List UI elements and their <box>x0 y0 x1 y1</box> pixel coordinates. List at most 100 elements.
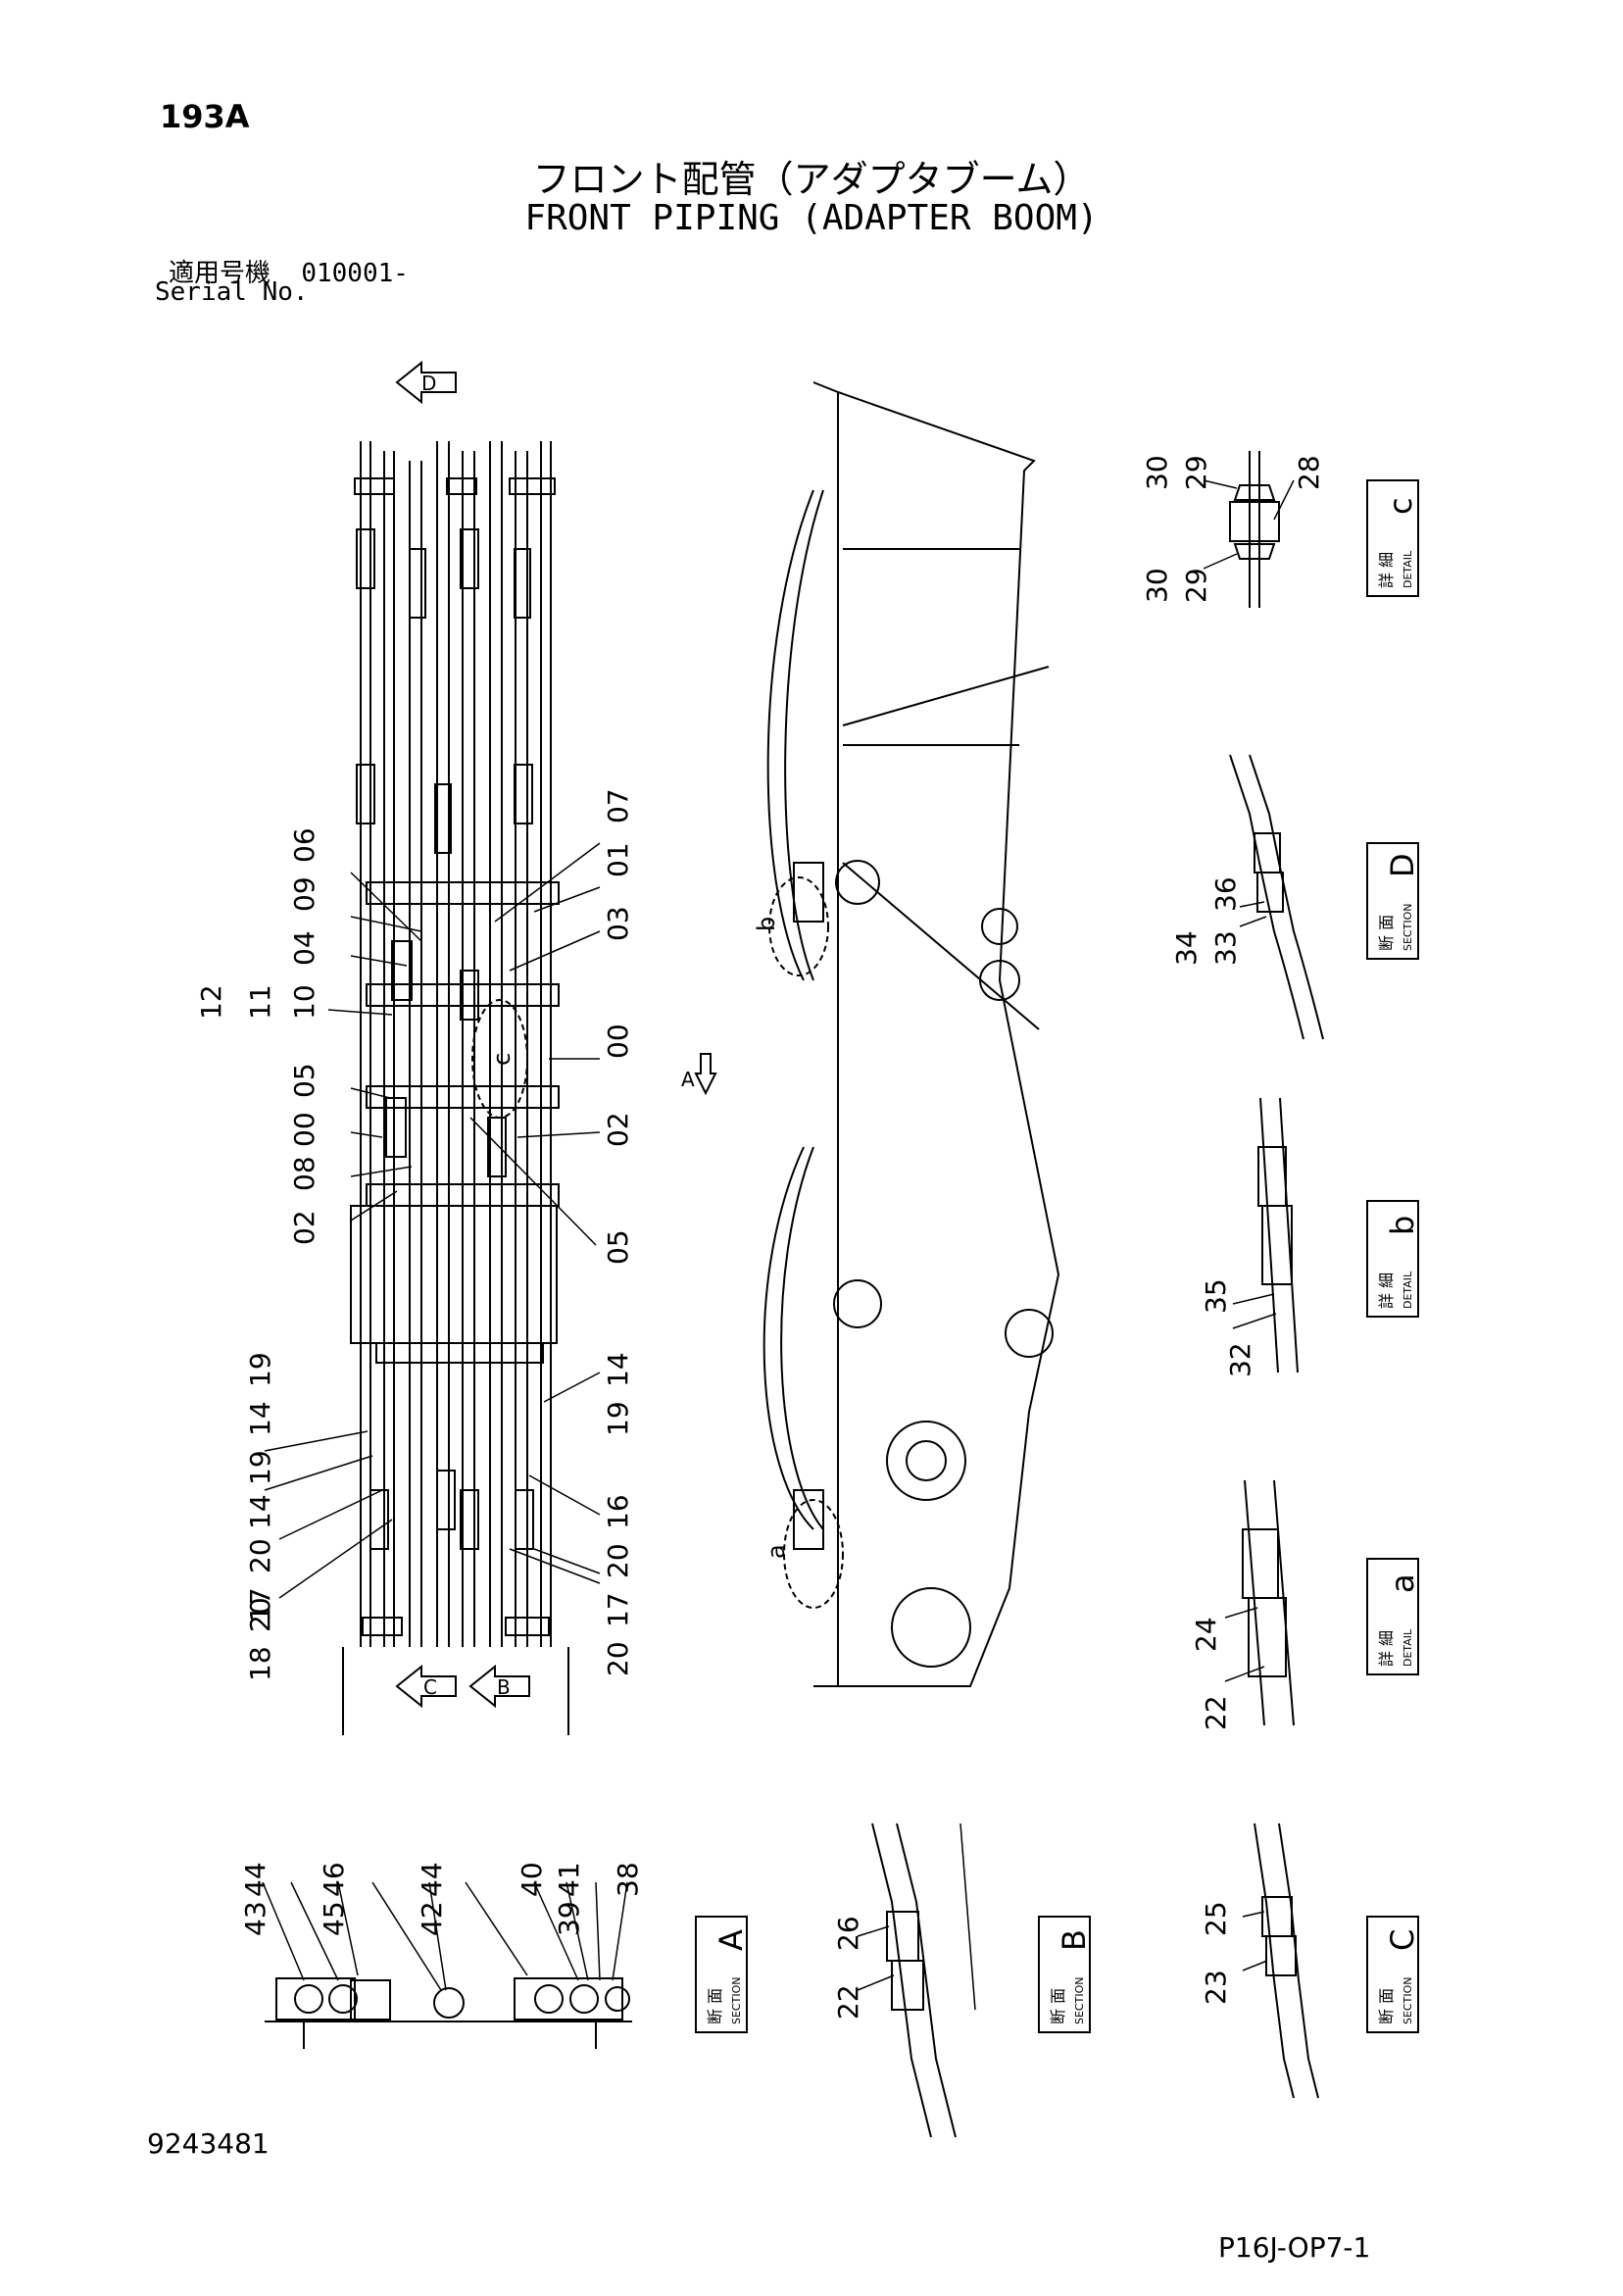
section-a-part-46: 46 <box>318 1862 350 1897</box>
view-marker-bottom-right: B <box>497 1675 511 1699</box>
section-b-part-22: 22 <box>832 1984 864 2020</box>
view-marker-bottom-left: C <box>423 1675 437 1699</box>
section-a-callouts: 44 43 46 45 44 42 40 41 39 38 <box>239 1862 644 1936</box>
callout-02-left: 02 <box>288 1210 320 1245</box>
detail-b-kanji: 詳 細 <box>1377 1273 1396 1309</box>
callout-12: 12 <box>195 984 227 1020</box>
part-callouts: 06 09 04 12 11 10 05 00 08 02 07 01 03 0… <box>195 788 634 1681</box>
callout-02-right: 02 <box>602 1112 634 1147</box>
detail-a-letter: a <box>1384 1573 1421 1593</box>
view-arrow-b <box>468 1664 530 1709</box>
serial-value: 010001- <box>301 259 409 288</box>
section-c-part-25: 25 <box>1200 1901 1232 1936</box>
sheet-reference: P16J-OP7-1 <box>1218 2231 1371 2264</box>
callout-18: 18 <box>244 1646 276 1681</box>
section-a-part-40: 40 <box>516 1862 548 1897</box>
detail-c-kanji: 詳 細 <box>1377 552 1396 588</box>
detail-c-part-29-a: 29 <box>1180 455 1212 490</box>
serial-label: 適用号機 <box>169 259 271 288</box>
detail-c-figure <box>1203 451 1295 608</box>
section-d-part-36: 36 <box>1209 876 1242 912</box>
detail-a-part-24: 24 <box>1190 1617 1222 1652</box>
detail-a-figure <box>1224 1479 1295 1726</box>
callout-01: 01 <box>602 842 634 877</box>
detail-c-part-30-b: 30 <box>1141 568 1173 603</box>
callout-19-b: 19 <box>244 1450 276 1485</box>
callout-04: 04 <box>288 930 320 966</box>
detail-c-part-30-a: 30 <box>1141 455 1173 490</box>
section-c-callouts: 25 23 <box>1200 1901 1232 2005</box>
front-piping-assembly <box>342 441 569 1735</box>
callout-03: 03 <box>602 906 634 941</box>
callout-17-a: 17 <box>244 1587 276 1622</box>
callout-07: 07 <box>602 788 634 824</box>
section-a-part-38: 38 <box>612 1862 644 1897</box>
detail-circle-c-label: c <box>488 1053 516 1066</box>
section-b-kanji: 断 面 <box>1049 1988 1067 2024</box>
section-b-letter: B <box>1056 1929 1093 1951</box>
detail-b-part-32: 32 <box>1224 1342 1256 1377</box>
section-a-part-41: 41 <box>553 1862 585 1897</box>
section-b-label: 断 面 SECTION B <box>1049 1929 1093 2024</box>
detail-c-part-28: 28 <box>1293 455 1325 490</box>
section-c-word: SECTION <box>1402 1977 1414 2024</box>
detail-a-label: 詳 細 DETAIL a <box>1377 1573 1421 1667</box>
callout-14-c: 14 <box>602 1352 634 1387</box>
detail-b-word: DETAIL <box>1402 1271 1414 1309</box>
callout-16: 16 <box>602 1494 634 1529</box>
section-d-part-33: 33 <box>1209 930 1242 966</box>
section-d-figure <box>1229 754 1324 1040</box>
callout-00-left: 00 <box>288 1112 320 1147</box>
detail-b-letter: b <box>1384 1216 1421 1235</box>
detail-c-letter: c <box>1382 497 1419 515</box>
callout-00-right: 00 <box>602 1023 634 1059</box>
callout-20-b: 20 <box>244 1597 276 1632</box>
section-a-label: 断 面 SECTION A <box>706 1929 750 2024</box>
section-c-part-23: 23 <box>1200 1970 1232 2005</box>
adapter-boom-side-view <box>762 381 1060 1687</box>
section-a-word: SECTION <box>730 1977 743 2024</box>
callout-05-right: 05 <box>602 1229 634 1265</box>
callout-11: 11 <box>244 984 276 1020</box>
section-c-figure <box>1242 1822 1319 2099</box>
section-b-word: SECTION <box>1073 1977 1086 2024</box>
view-arrow-a <box>694 1053 717 1096</box>
section-a-kanji: 断 面 <box>706 1988 724 2024</box>
detail-b-figure <box>1232 1097 1299 1373</box>
serial-label-en: Serial No. <box>155 277 309 307</box>
section-a-part-39: 39 <box>553 1901 585 1936</box>
section-c-letter: C <box>1384 1929 1421 1951</box>
section-a-part-43: 43 <box>239 1901 271 1936</box>
section-c-label: 断 面 SECTION C <box>1377 1929 1421 2024</box>
callout-19-a: 19 <box>244 1352 276 1387</box>
callout-08: 08 <box>288 1156 320 1191</box>
detail-c-part-29-b: 29 <box>1180 568 1212 603</box>
detail-b-callouts: 35 32 <box>1200 1278 1256 1377</box>
leader-lines-right <box>469 842 601 1584</box>
section-a-part-42: 42 <box>416 1901 448 1936</box>
section-d-letter: D <box>1384 853 1421 877</box>
detail-a-word: DETAIL <box>1402 1628 1414 1667</box>
section-d-part-34: 34 <box>1170 930 1203 966</box>
leader-lines-left <box>264 872 422 1599</box>
callout-05-left: 05 <box>288 1063 320 1098</box>
section-b-figure <box>857 1822 976 2138</box>
section-b-callouts: 26 22 <box>832 1916 864 2020</box>
serial-label-jp: 適用号機 010001- <box>169 253 409 289</box>
detail-c-callouts: 30 29 28 30 29 <box>1141 455 1325 603</box>
callout-14-a: 14 <box>244 1401 276 1436</box>
callout-17-b: 17 <box>602 1592 634 1627</box>
section-d-label: 断 面 SECTION D <box>1377 853 1421 951</box>
view-marker-side: A <box>681 1068 695 1091</box>
section-d-kanji: 断 面 <box>1377 915 1396 951</box>
callout-09: 09 <box>288 876 320 912</box>
title-japanese: フロント配管（アダプタブーム） <box>532 158 1091 201</box>
section-a-figure <box>262 1881 632 2049</box>
view-arrow-d <box>395 360 457 405</box>
section-b-part-26: 26 <box>832 1916 864 1951</box>
section-a-part-44-a: 44 <box>239 1862 271 1897</box>
view-marker-top: D <box>421 372 436 395</box>
section-d-word: SECTION <box>1402 904 1414 951</box>
document-number: 9243481 <box>147 2127 270 2160</box>
